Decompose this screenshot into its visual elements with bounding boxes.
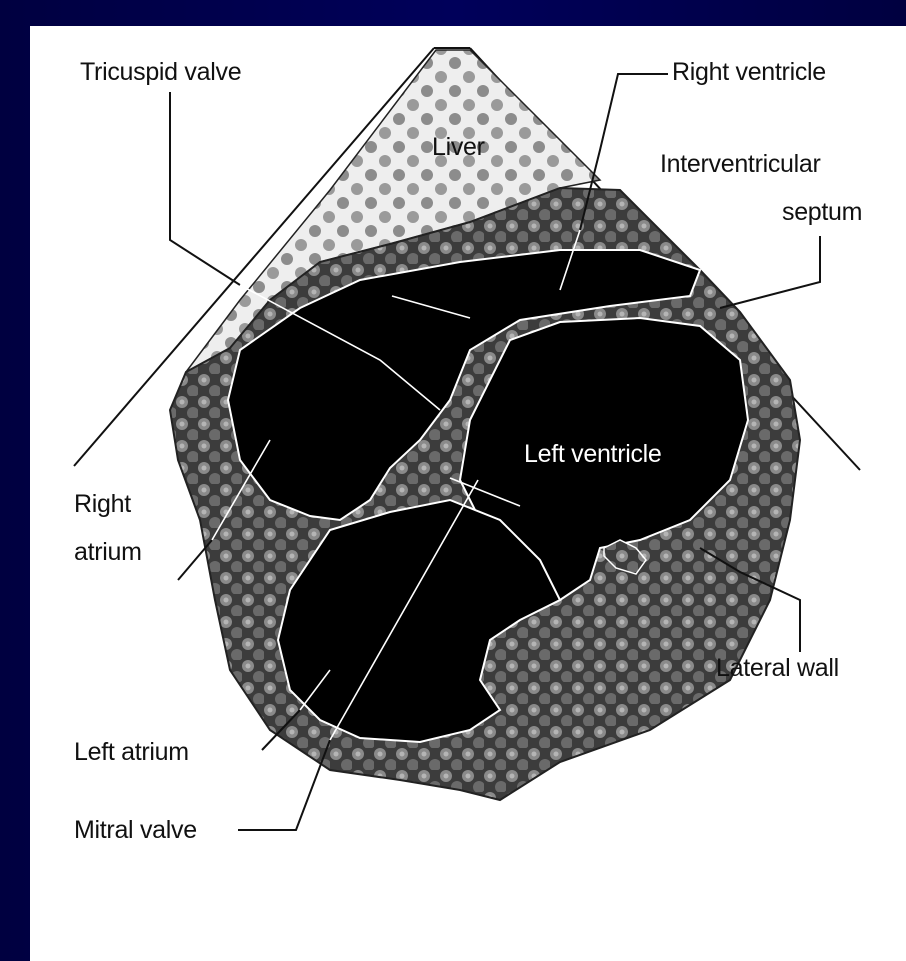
label-left-ventricle: Left ventricle bbox=[524, 440, 662, 468]
label-tricuspid-valve: Tricuspid valve bbox=[80, 58, 241, 86]
label-interventricular-2: septum bbox=[782, 198, 862, 226]
label-right-atrium-1: Right bbox=[74, 490, 131, 518]
leader-interventricular-septum bbox=[720, 236, 820, 308]
label-liver: Liver bbox=[432, 133, 485, 161]
label-lateral-wall: Lateral wall bbox=[716, 654, 839, 682]
label-interventricular-1: Interventricular bbox=[660, 150, 821, 178]
label-left-atrium: Left atrium bbox=[74, 738, 189, 766]
label-mitral-valve: Mitral valve bbox=[74, 816, 197, 844]
label-right-atrium-2: atrium bbox=[74, 538, 142, 566]
label-right-ventricle: Right ventricle bbox=[672, 58, 826, 86]
leader-tricuspid-valve bbox=[170, 92, 240, 285]
